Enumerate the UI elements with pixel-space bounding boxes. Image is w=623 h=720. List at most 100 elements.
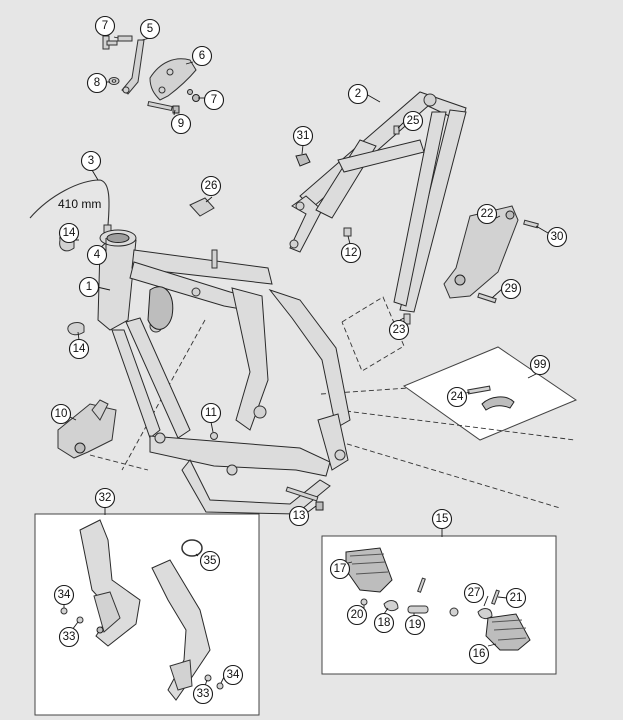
callout-33-left: 33 [58,626,80,648]
callout-9: 9 [170,113,192,135]
bolt-29 [477,292,497,304]
callout-8: 8 [86,72,108,94]
callout-7-lower: 7 [203,89,225,111]
svg-text:27: 27 [468,587,481,599]
callout-14-upper: 14 [58,222,80,244]
engine-bracket-5 [121,39,145,95]
svg-text:16: 16 [473,648,486,660]
svg-text:6: 6 [199,50,205,62]
svg-text:20: 20 [351,609,364,621]
svg-text:33: 33 [63,631,76,643]
svg-text:13: 13 [293,510,306,522]
callout-25: 25 [402,110,424,132]
svg-text:17: 17 [334,563,347,575]
main-frame-1 [97,229,351,515]
callout-22: 22 [476,203,498,225]
svg-text:3: 3 [88,155,94,167]
callout-2: 2 [347,83,369,105]
svg-text:23: 23 [393,324,406,336]
callout-33-right: 33 [192,683,214,705]
svg-text:7: 7 [211,94,217,106]
frame-protector-right [151,559,211,701]
svg-text:30: 30 [551,231,564,243]
bolt-30 [523,219,539,229]
svg-text:32: 32 [99,492,112,504]
svg-text:14: 14 [73,343,86,355]
callout-30: 30 [546,226,568,248]
callout-13: 13 [288,505,310,527]
spring-27 [477,608,493,620]
svg-text:5: 5 [147,23,153,35]
sticker-26 [189,197,215,217]
callout-27: 27 [463,582,485,604]
dashed-line-e [121,319,206,471]
washer-27 [449,607,459,617]
svg-text:34: 34 [58,589,71,601]
callout-3: 3 [80,150,102,172]
callout-15: 15 [431,508,453,530]
svg-text:1: 1 [86,281,92,293]
callout-5: 5 [139,18,161,40]
svg-text:11: 11 [205,407,217,419]
frame-protector-group-box [34,513,260,716]
callout-99: 99 [529,354,551,376]
svg-text:99: 99 [534,359,547,371]
kit-99-parts [467,385,515,411]
bolt-12 [343,227,352,237]
dashed-line-a [320,387,409,395]
dashed-line-d [89,454,149,471]
callout-31: 31 [292,125,314,147]
svg-text:31: 31 [297,130,310,142]
bolt-13 [285,486,324,511]
washer-11 [210,432,218,440]
bolt-25 [393,125,400,135]
bracket-22 [443,205,519,299]
svg-text:34: 34 [227,669,240,681]
bolt-9 [147,100,180,114]
pin-19 [407,605,429,614]
kit-99-box [402,346,578,441]
svg-text:24: 24 [451,391,464,403]
screw-34-left [60,607,68,615]
callout-17: 17 [329,558,351,580]
callout-21: 21 [505,587,527,609]
nut-31 [295,153,311,167]
callout-11: 11 [200,402,222,424]
callout-20: 20 [346,604,368,626]
frame-protector-left [79,519,141,647]
split-pin-upper [417,577,426,593]
svg-text:14: 14 [63,227,76,239]
svg-text:12: 12 [345,247,358,259]
svg-text:33: 33 [197,688,210,700]
svg-text:9: 9 [178,118,184,130]
engine-bracket-6 [149,58,197,101]
callout-29: 29 [500,278,522,300]
svg-text:7: 7 [102,20,108,32]
svg-text:26: 26 [205,180,218,192]
vent-hose-3 [29,179,110,226]
svg-text:18: 18 [378,617,391,629]
engine-guard-bracket-10 [57,399,117,459]
svg-text:2: 2 [355,88,361,100]
rubber-buffer-14-lower [67,322,85,336]
washer-20 [360,598,368,606]
svg-text:8: 8 [94,77,100,89]
callout-34-left: 34 [53,584,75,606]
nut-33-right [204,674,212,682]
callout-7-upper: 7 [94,15,116,37]
subframe-2 [289,91,467,313]
hose-length-note: 410 mm [58,197,101,211]
callout-1: 1 [78,276,100,298]
footrest-16 [485,613,531,651]
callout-35: 35 [199,550,221,572]
svg-text:21: 21 [510,592,523,604]
callout-4: 4 [86,244,108,266]
svg-text:35: 35 [204,555,217,567]
dashed-group-23 [341,296,405,372]
svg-text:4: 4 [94,249,101,261]
svg-text:19: 19 [409,619,422,631]
svg-text:25: 25 [407,115,420,127]
cable-tie-35 [181,539,203,557]
